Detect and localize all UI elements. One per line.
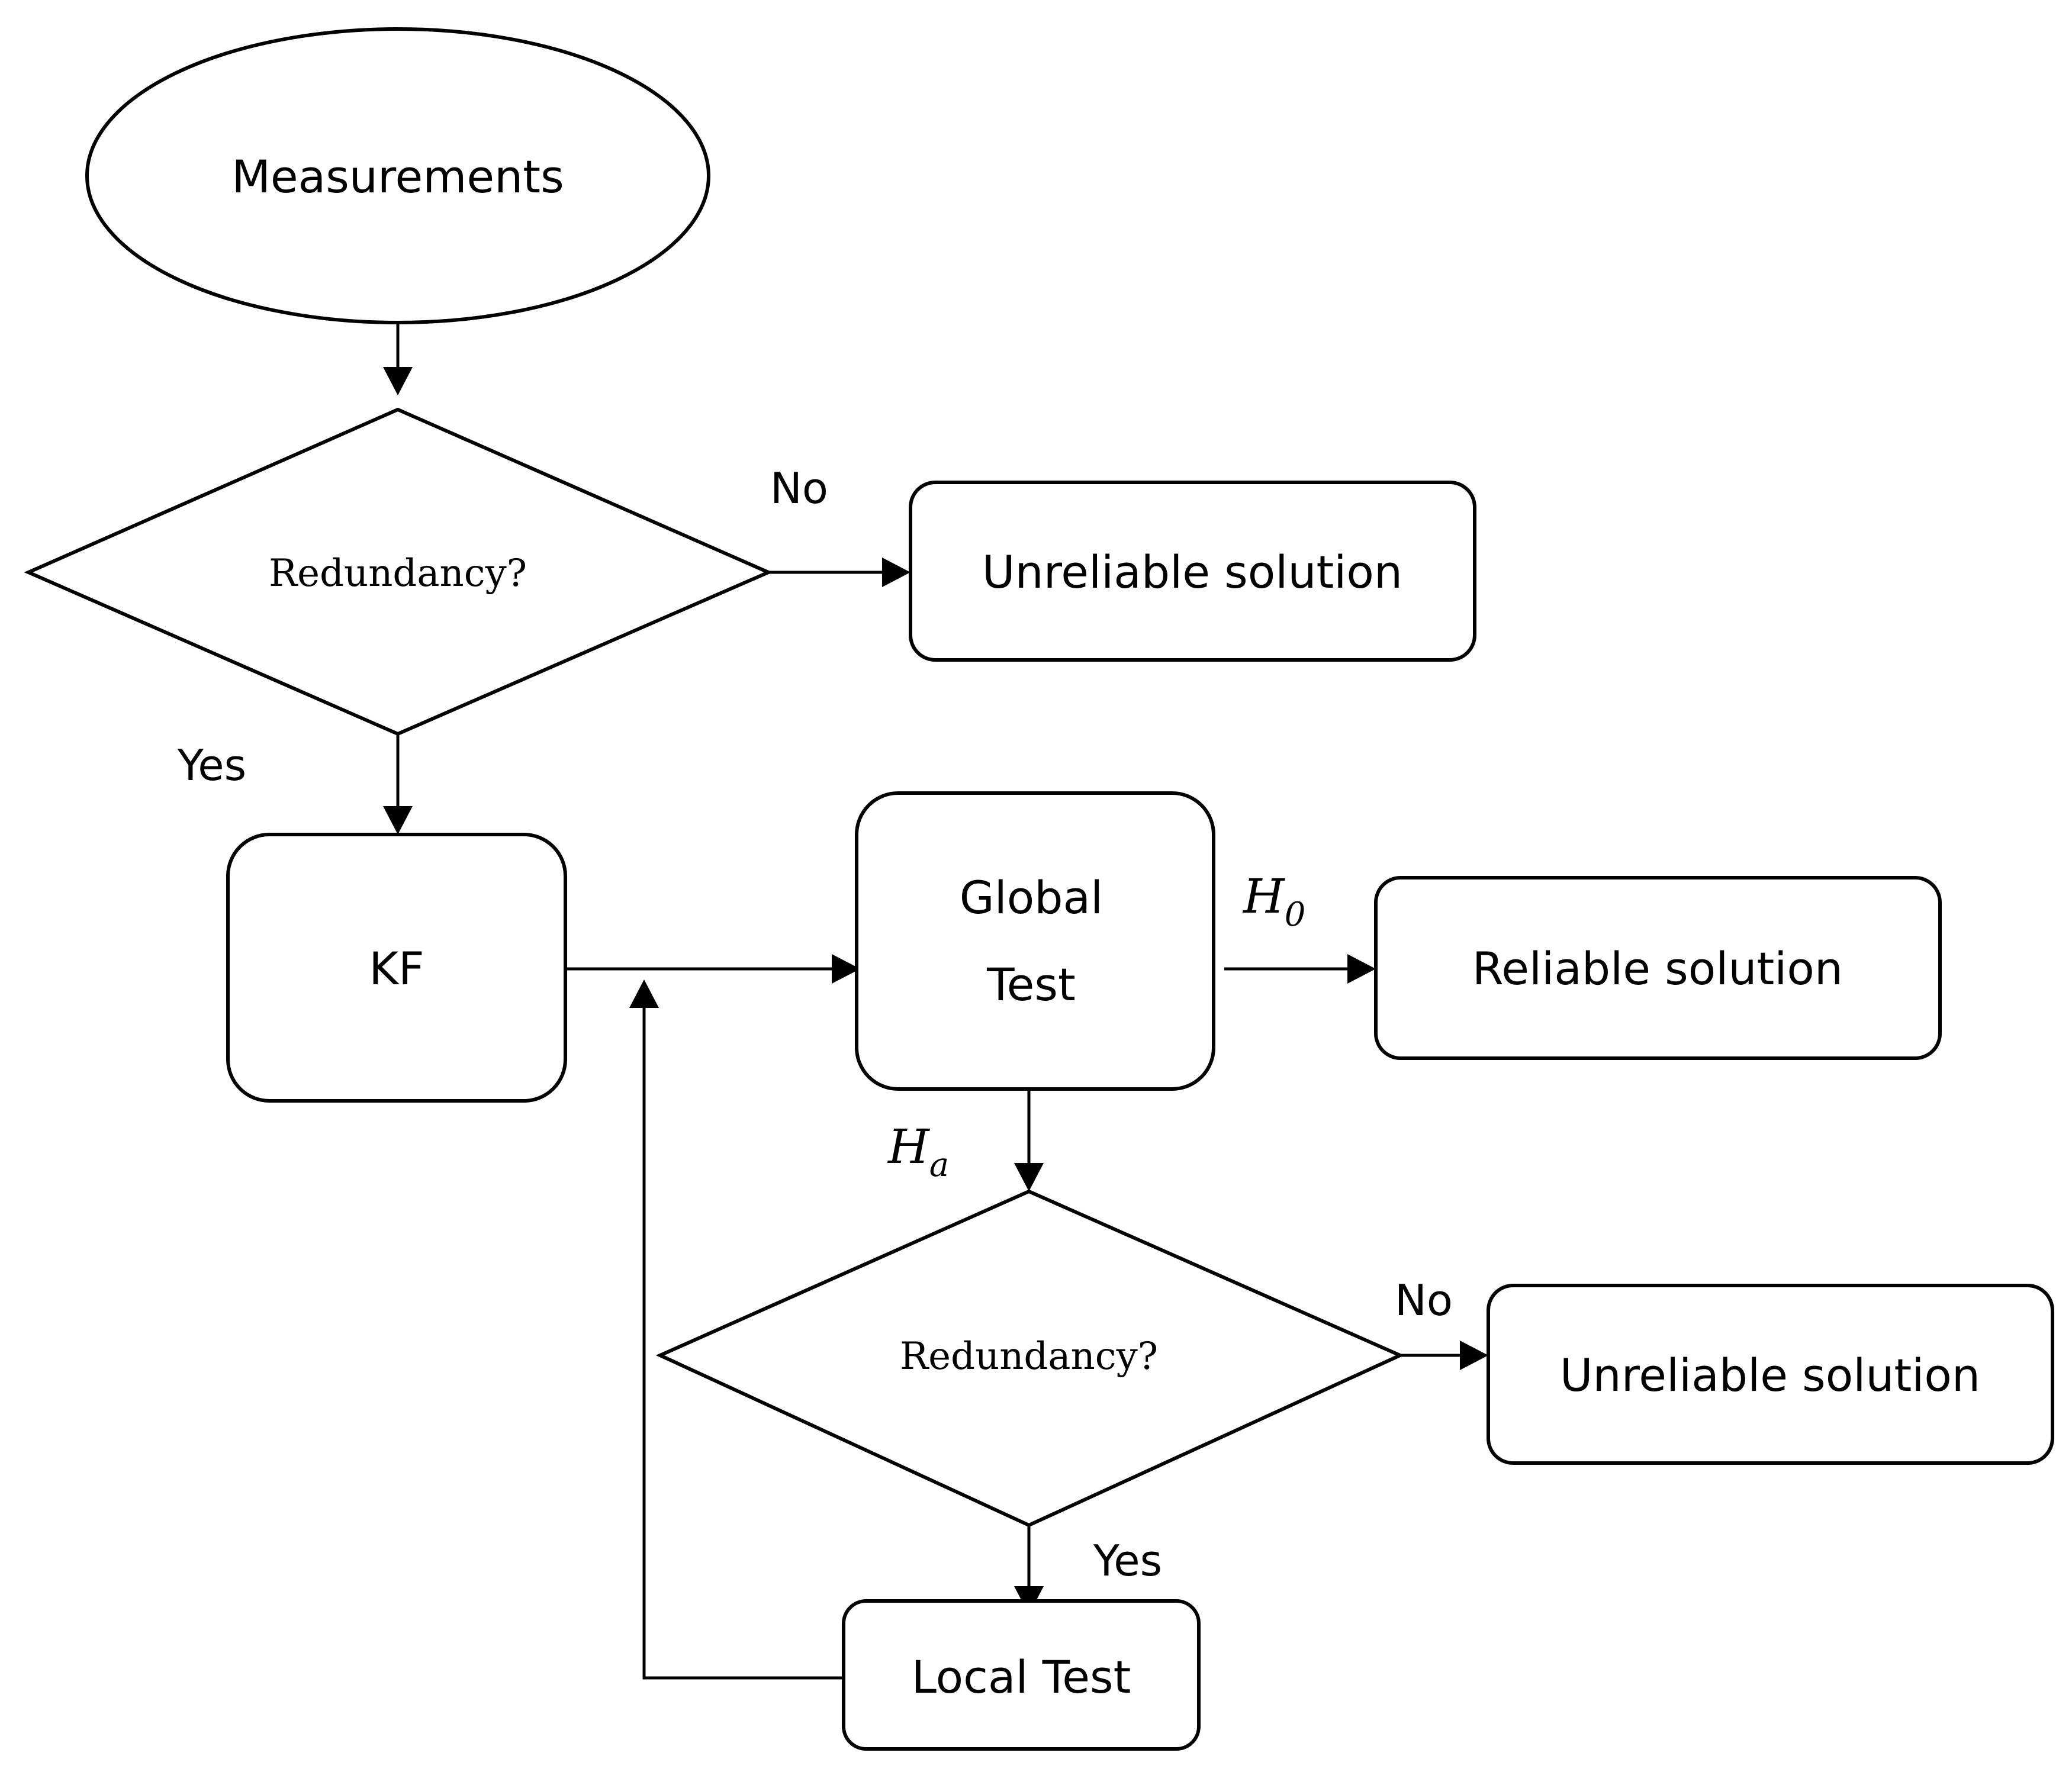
edge-label-ha-sub: a bbox=[929, 1146, 949, 1184]
kf-label: KF bbox=[369, 942, 424, 995]
reliable-label: Reliable solution bbox=[1472, 942, 1843, 995]
redundancy-2-diamond bbox=[655, 1189, 1405, 1528]
edge-label-no-1: No bbox=[770, 463, 828, 513]
arrowhead-to-unreliable-1 bbox=[882, 558, 910, 587]
node-kf: KF bbox=[226, 833, 567, 1103]
arrowhead-to-unreliable-2 bbox=[1460, 1341, 1488, 1370]
reliable-box bbox=[1374, 876, 1942, 1060]
redundancy-1-label: Redundancy? bbox=[269, 552, 527, 595]
edge-label-yes-1: Yes bbox=[177, 740, 246, 790]
node-redundancy-2: Redundancy? bbox=[655, 1189, 1405, 1528]
node-reliable: Reliable solution bbox=[1374, 876, 1942, 1060]
arrowhead-to-reliable bbox=[1347, 954, 1376, 984]
redundancy-2-label: Redundancy? bbox=[900, 1335, 1158, 1378]
edge-labels: No Yes H0 Ha No Yes bbox=[177, 463, 1453, 1586]
edge-label-ha-base: H bbox=[887, 1119, 931, 1174]
global-test-label-line1: Global bbox=[960, 871, 1103, 924]
unreliable-1-label: Unreliable solution bbox=[982, 546, 1402, 598]
global-test-label-line2: Test bbox=[986, 958, 1076, 1011]
local-test-box bbox=[842, 1599, 1201, 1751]
edge-label-no-2: No bbox=[1395, 1275, 1453, 1325]
global-test-box bbox=[855, 791, 1215, 1091]
unreliable-2-label: Unreliable solution bbox=[1560, 1349, 1980, 1402]
node-global-test: Global Test bbox=[855, 791, 1215, 1091]
measurements-label: Measurements bbox=[231, 150, 564, 203]
node-unreliable-2: Unreliable solution bbox=[1487, 1284, 2054, 1465]
node-unreliable-1: Unreliable solution bbox=[909, 481, 1476, 662]
edge-label-h0-sub: 0 bbox=[1285, 895, 1306, 934]
edge-label-ha: Ha bbox=[887, 1119, 949, 1184]
node-measurements: Measurements bbox=[85, 27, 710, 324]
kf-box bbox=[226, 833, 567, 1103]
node-local-test: Local Test bbox=[842, 1599, 1201, 1751]
connectors bbox=[383, 323, 1488, 1680]
local-test-label: Local Test bbox=[912, 1651, 1131, 1703]
edge-label-yes-2: Yes bbox=[1093, 1536, 1162, 1586]
redundancy-1-diamond bbox=[24, 407, 773, 736]
unreliable-2-box bbox=[1487, 1284, 2054, 1465]
edge-label-h0-base: H bbox=[1242, 869, 1286, 924]
arrowhead-to-kf bbox=[383, 806, 413, 835]
arrowhead-loop-back bbox=[629, 980, 659, 1008]
arrowhead-to-global-test bbox=[832, 954, 860, 984]
unreliable-1-box bbox=[909, 481, 1476, 662]
arrowhead-to-redundancy-2 bbox=[1014, 1163, 1044, 1191]
arrowhead-to-redundancy-1 bbox=[383, 367, 413, 395]
measurements-ellipse bbox=[85, 27, 710, 324]
node-redundancy-1: Redundancy? bbox=[24, 407, 773, 736]
edge-label-h0: H0 bbox=[1242, 869, 1305, 934]
edge-local-test-loop-back bbox=[642, 1008, 844, 1680]
